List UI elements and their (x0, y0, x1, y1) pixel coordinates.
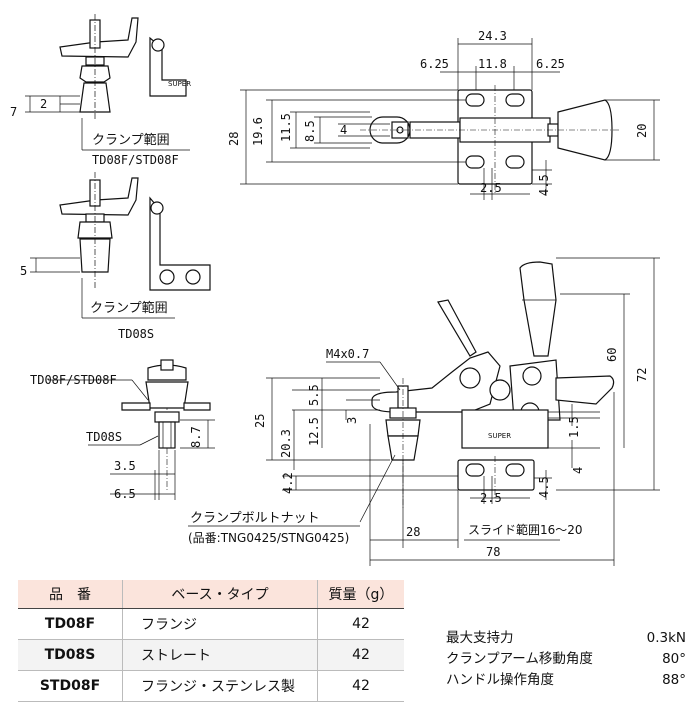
dim-19-6: 19.6 (251, 117, 265, 146)
property-value: 80° (662, 651, 686, 667)
view-elevation: SUPER M4x0.7 72 60 25 5.5 12.5 3 20 (188, 257, 660, 566)
dim-60: 60 (605, 348, 619, 362)
dim-20-3: 20.3 (279, 429, 293, 458)
property-value: 0.3kN (646, 630, 686, 646)
model-label-detail-1: TD08F/STD08F (30, 373, 117, 387)
dim-2-5-b: 2.5 (480, 491, 502, 505)
header-mass: 質量（g） (317, 580, 404, 609)
dim-11-8: 11.8 (478, 57, 507, 71)
cell-mass: 42 (317, 639, 404, 671)
dim-24-3: 24.3 (478, 29, 507, 43)
table-row: TD08F フランジ 42 (18, 608, 404, 640)
model-label-detail-2: TD08S (86, 430, 122, 444)
dim-4-5-a: 4.5 (537, 174, 551, 196)
dim-11-5: 11.5 (279, 113, 293, 142)
spec-table: 品 番 ベース・タイプ 質量（g） TD08F フランジ 42 TD08S スト… (18, 580, 404, 702)
cell-model: TD08S (18, 639, 123, 671)
property-row: ハンドル操作角度 88° (446, 670, 686, 691)
dim-8-7: 8.7 (189, 426, 203, 448)
model-label-td08s: TD08S (118, 327, 154, 341)
dim-7: 7 (10, 105, 17, 119)
model-label-td08f: TD08F/STD08F (92, 153, 179, 167)
dim-4-b: 4 (571, 467, 585, 474)
cell-type: フランジ (122, 608, 318, 640)
dim-72: 72 (635, 368, 649, 382)
technical-drawing: SUPER 7 2 クランプ範囲 TD08F/STD08F 5 クランプ範囲 T… (10, 14, 660, 566)
dim-4-2: 4.2 (281, 472, 295, 494)
dim-5: 5 (20, 264, 27, 278)
dim-6-5: 6.5 (114, 487, 136, 501)
dim-28-b: 28 (406, 525, 420, 539)
super-logo: SUPER (168, 80, 191, 88)
view-spindle-detail: TD08F/STD08F TD08S 8.7 3.5 6.5 (30, 359, 215, 501)
view-td08f-range: SUPER 7 2 クランプ範囲 TD08F/STD08F (10, 14, 191, 167)
header-base-type: ベース・タイプ (122, 580, 318, 609)
label-part-number: (品番:TNG0425/STNG0425) (188, 531, 349, 545)
property-label: クランプアーム移動角度 (446, 651, 593, 667)
clamp-range-label-1: クランプ範囲 (92, 133, 170, 148)
dim-20: 20 (635, 124, 649, 138)
table-row: TD08S ストレート 42 (18, 639, 404, 671)
clamp-range-label-2: クランプ範囲 (90, 301, 168, 316)
dim-1-5: 1.5 (567, 416, 581, 438)
dim-2: 2 (40, 97, 47, 111)
dim-3-5: 3.5 (114, 459, 136, 473)
spec-table-header-row: 品 番 ベース・タイプ 質量（g） (18, 580, 404, 609)
property-value: 88° (662, 672, 686, 688)
dim-4-5-b: 4.5 (537, 476, 551, 498)
cell-model: STD08F (18, 670, 123, 702)
super-logo-2: SUPER (488, 432, 511, 440)
dim-6-25-b: 6.25 (536, 57, 565, 71)
dim-28: 28 (227, 132, 241, 146)
dim-12-5: 12.5 (307, 417, 321, 446)
view-plan: 24.3 6.25 11.8 6.25 28 19.6 11.5 (227, 29, 660, 200)
dim-3: 3 (345, 417, 359, 424)
header-model: 品 番 (18, 580, 123, 609)
dim-78: 78 (486, 545, 500, 559)
cell-mass: 42 (317, 670, 404, 702)
label-clamp-bolt-nut: クランプボルトナット (190, 511, 320, 526)
dim-8-5: 8.5 (303, 120, 317, 142)
label-slide-range: スライド範囲16～20 (468, 522, 583, 537)
dim-25: 25 (253, 414, 267, 428)
cell-model: TD08F (18, 608, 123, 640)
cell-mass: 42 (317, 608, 404, 640)
cell-type: フランジ・ステンレス製 (122, 670, 318, 702)
property-label: 最大支持力 (446, 630, 514, 646)
table-row: STD08F フランジ・ステンレス製 42 (18, 670, 404, 702)
property-row: クランプアーム移動角度 80° (446, 649, 686, 670)
cell-type: ストレート (122, 639, 318, 671)
dim-5-5: 5.5 (307, 384, 321, 406)
property-row: 最大支持力 0.3kN (446, 628, 686, 649)
spec-properties: 最大支持力 0.3kN クランプアーム移動角度 80° ハンドル操作角度 88° (446, 628, 686, 691)
dim-2-5-a: 2.5 (480, 181, 502, 195)
property-label: ハンドル操作角度 (446, 672, 554, 688)
dim-4: 4 (340, 123, 347, 137)
view-td08s-range: 5 クランプ範囲 TD08S (20, 172, 211, 341)
dim-6-25-a: 6.25 (420, 57, 449, 71)
label-m4x0-7: M4x0.7 (326, 347, 369, 361)
